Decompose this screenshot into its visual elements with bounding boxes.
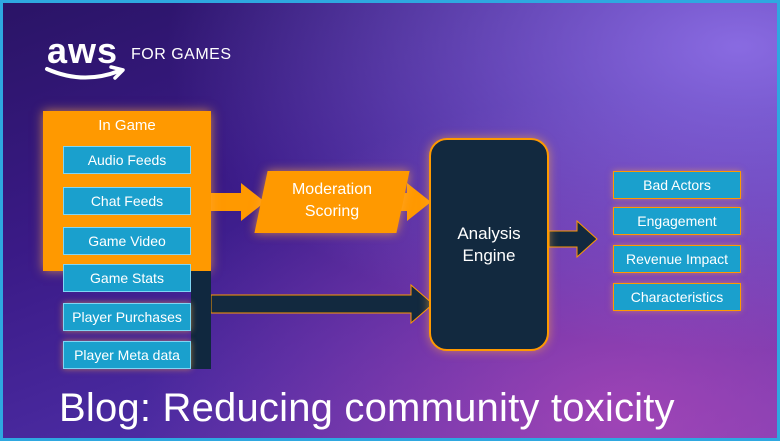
aws-smile-icon xyxy=(45,65,125,80)
sources-connector xyxy=(191,271,211,369)
source-audio-feeds: Audio Feeds xyxy=(63,146,191,174)
arrow-ingame-to-moderation xyxy=(211,183,265,221)
analysis-engine-box xyxy=(429,138,549,351)
moderation-line-2: Scoring xyxy=(304,203,360,220)
arrow-engine-to-outputs xyxy=(548,219,598,259)
logo-tagline: FOR GAMES xyxy=(131,46,232,63)
moderation-line-1: Moderation xyxy=(291,181,373,198)
source-chat-feeds: Chat Feeds xyxy=(63,187,191,215)
source-player-purchases: Player Purchases xyxy=(63,303,191,331)
output-characteristics: Characteristics xyxy=(613,283,741,311)
source-game-stats: Game Stats xyxy=(63,264,191,292)
output-bad-actors: Bad Actors xyxy=(613,171,741,199)
source-player-meta-data: Player Meta data xyxy=(63,341,191,369)
blog-title: Blog: Reducing community toxicity xyxy=(59,386,675,430)
in-game-title: In Game xyxy=(98,117,156,134)
output-revenue-impact: Revenue Impact xyxy=(613,245,741,273)
engine-line-2: Engine xyxy=(462,246,516,265)
aws-logo-wordmark: aws xyxy=(47,30,119,71)
engine-line-1: Analysis xyxy=(457,224,521,243)
output-engagement: Engagement xyxy=(613,207,741,235)
arrow-sources-to-engine xyxy=(210,283,434,325)
analysis-engine-label: Analysis Engine xyxy=(429,223,549,267)
moderation-scoring-label: Moderation Scoring xyxy=(265,179,399,223)
source-game-video: Game Video xyxy=(63,227,191,255)
